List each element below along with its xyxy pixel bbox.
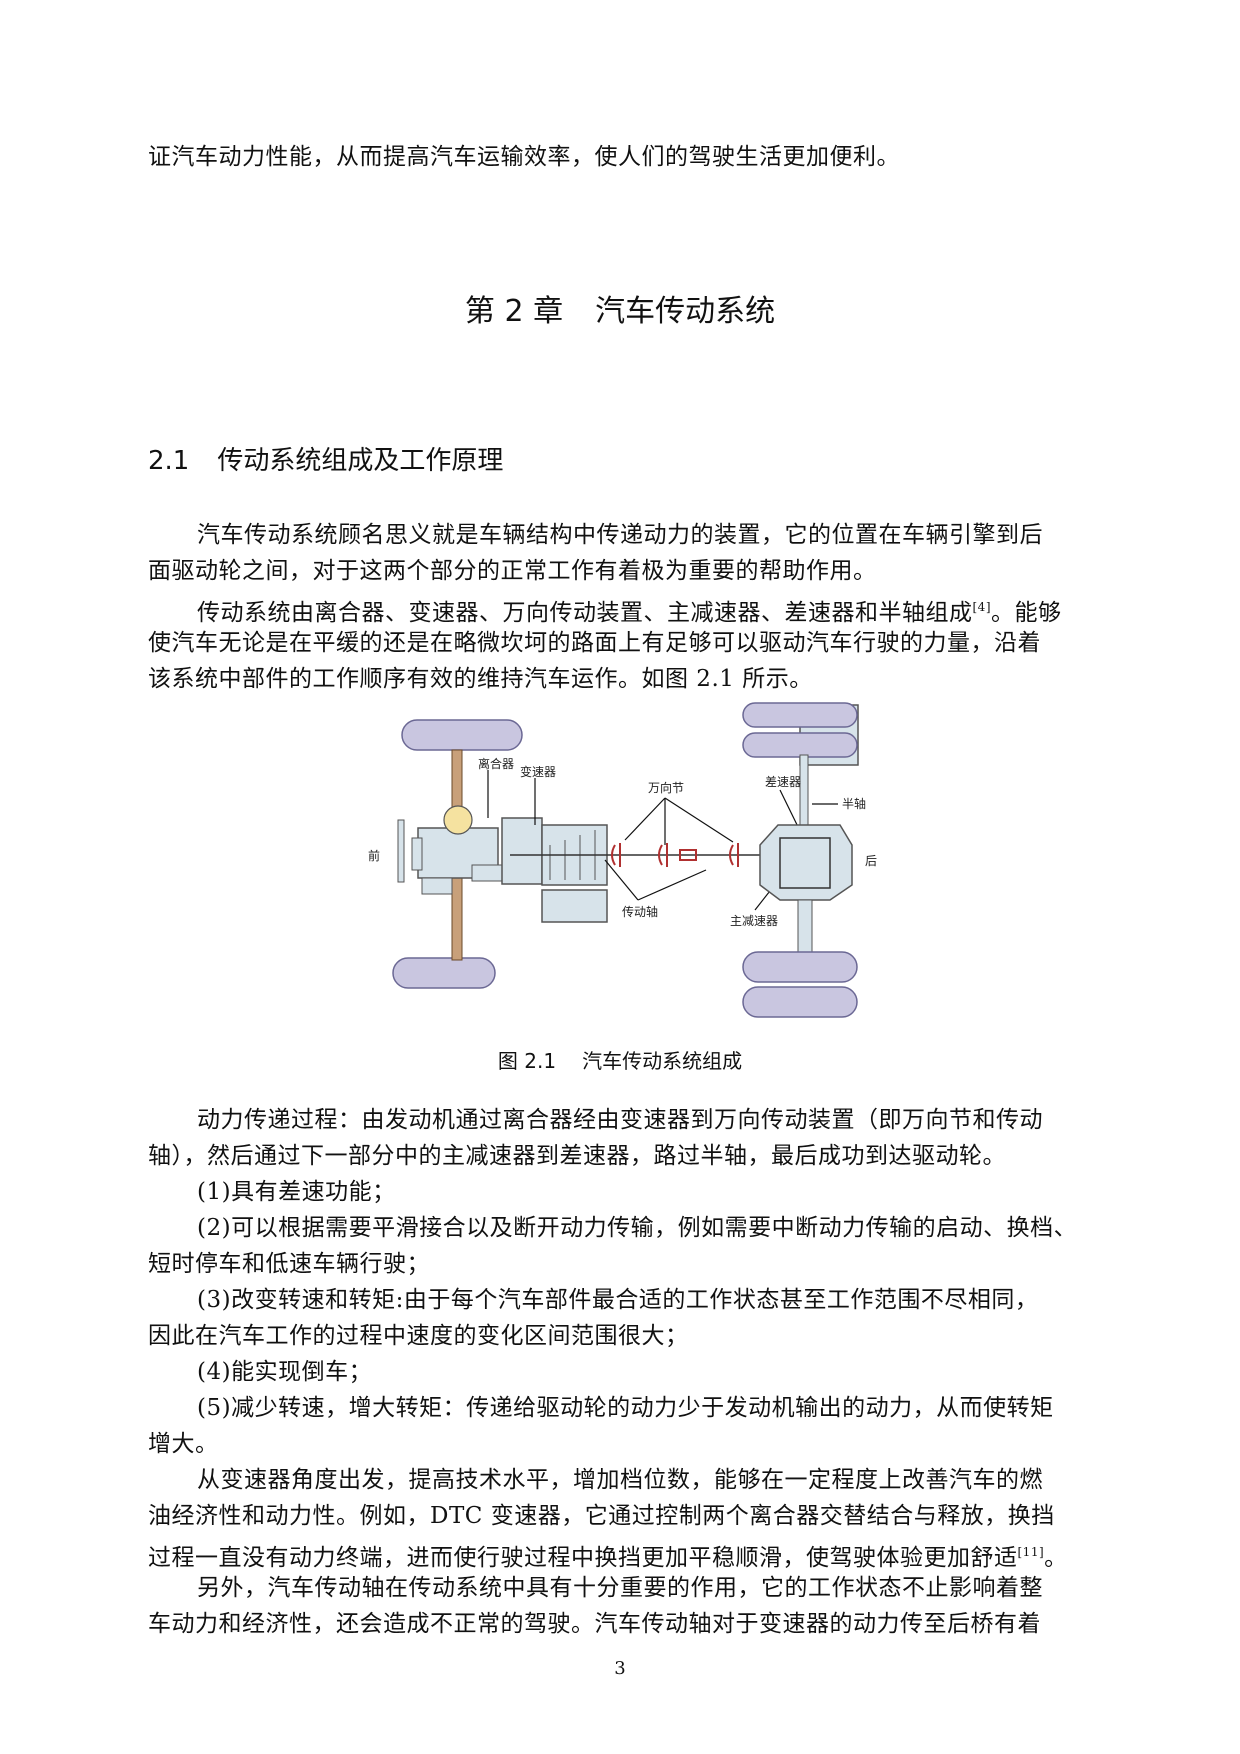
rear-wheel-top-outer bbox=[742, 702, 858, 728]
list-item: (5)减少转速，增大转矩：传递给驱动轮的动力少于发动机输出的动力，从而使转矩 bbox=[197, 1395, 1054, 1421]
caption-number: 图 2.1 bbox=[497, 1049, 557, 1073]
label-drive-shaft: 传动轴 bbox=[622, 904, 658, 919]
figure-caption: 图 2.1 汽车传动系统组成 bbox=[0, 1045, 1240, 1074]
rear-wheel-top-inner bbox=[742, 732, 858, 758]
page-number: 3 bbox=[614, 1658, 626, 1679]
section-title: 传动系统组成及工作原理 bbox=[217, 446, 504, 476]
paragraph-line: 动力传递过程：由发动机通过离合器经由变速器到万向传动装置（即万向节和传动 bbox=[197, 1107, 1043, 1133]
paragraph-text: 。 bbox=[1044, 1545, 1068, 1571]
chapter-number: 第 2 章 bbox=[464, 294, 564, 329]
paragraph-line: 面驱动轮之间，对于这两个部分的正常工作有着极为重要的帮助作用。 bbox=[148, 558, 877, 584]
list-item: (4)能实现倒车； bbox=[197, 1359, 373, 1385]
paragraph-line: 使汽车无论是在平缓的还是在略微坎坷的路面上有足够可以驱动汽车行驶的力量，沿着 bbox=[148, 630, 1041, 656]
label-rear: 后 bbox=[865, 854, 877, 868]
front-wheel-top bbox=[401, 719, 523, 751]
paragraph-line: 传动系统由离合器、变速器、万向传动装置、主减速器、差速器和半轴组成[4]。能够 bbox=[197, 592, 1062, 628]
citation: [11] bbox=[1017, 1545, 1045, 1559]
chapter-title: 汽车传动系统 bbox=[595, 294, 776, 329]
paragraph-line: 过程一直没有动力终端，进而使行驶过程中换挡更加平稳顺滑，使驾驶体验更加舒适[11… bbox=[148, 1537, 1068, 1573]
list-item-continuation: 短时停车和低速车辆行驶； bbox=[148, 1251, 430, 1277]
section-heading: 2.1 传动系统组成及工作原理 bbox=[148, 440, 503, 477]
list-item-continuation: 增大。 bbox=[148, 1431, 219, 1457]
paragraph-line: 油经济性和动力性。例如，DTC 变速器，它通过控制两个离合器交替结合与释放，换挡 bbox=[148, 1503, 1055, 1529]
paragraph-line: 轴），然后通过下一部分中的主减速器到差速器，路过半轴，最后成功到达驱动轮。 bbox=[148, 1143, 1006, 1169]
paragraph-text: 传动系统由离合器、变速器、万向传动装置、主减速器、差速器和半轴组成 bbox=[197, 600, 973, 626]
lead-line: 证汽车动力性能，从而提高汽车运输效率，使人们的驾驶生活更加便利。 bbox=[148, 144, 900, 170]
section-number: 2.1 bbox=[148, 446, 190, 476]
list-item: (2)可以根据需要平滑接合以及断开动力传输，例如需要中断动力传输的启动、换档、 bbox=[197, 1215, 1078, 1241]
paragraph-line: 另外，汽车传动轴在传动系统中具有十分重要的作用，它的工作状态不止影响着整 bbox=[197, 1575, 1043, 1601]
label-differential: 差速器 bbox=[765, 775, 801, 789]
paragraph-line: 车动力和经济性，还会造成不正常的驾驶。汽车传动轴对于变速器的动力传至后桥有着 bbox=[148, 1611, 1041, 1637]
drivetrain-diagram-svg: 前 后 离合器 变速器 万向节 传动轴 差速器 半轴 主减速器 bbox=[368, 702, 877, 1018]
list-item: (1)具有差速功能； bbox=[197, 1179, 396, 1205]
caption-title: 汽车传动系统组成 bbox=[582, 1049, 743, 1073]
paragraph-text: 。能够 bbox=[991, 600, 1062, 626]
rear-wheel-bottom-inner bbox=[742, 986, 858, 1018]
label-universal-joint: 万向节 bbox=[648, 780, 684, 795]
label-front: 前 bbox=[368, 848, 380, 863]
paragraph-line: 该系统中部件的工作顺序有效的维持汽车运作。如图 2.1 所示。 bbox=[148, 666, 813, 692]
rear-wheel-bottom-outer bbox=[742, 951, 858, 983]
label-clutch: 离合器 bbox=[478, 756, 514, 771]
citation: [4] bbox=[972, 600, 991, 614]
figure-drivetrain-diagram: 前 后 离合器 变速器 万向节 传动轴 差速器 半轴 主减速器 bbox=[360, 700, 960, 1020]
front-wheel-bottom bbox=[392, 957, 496, 989]
paragraph-line: 汽车传动系统顾名思义就是车辆结构中传递动力的装置，它的位置在车辆引擎到后 bbox=[197, 522, 1043, 548]
paragraph-line: 从变速器角度出发，提高技术水平，增加档位数，能够在一定程度上改善汽车的燃 bbox=[197, 1467, 1043, 1493]
list-item: (3)改变转速和转矩:由于每个汽车部件最合适的工作状态甚至工作范围不尽相同， bbox=[197, 1287, 1039, 1313]
label-final-drive: 主减速器 bbox=[730, 914, 778, 928]
chapter-heading: 第 2 章汽车传动系统 bbox=[0, 286, 1240, 330]
label-half-shaft: 半轴 bbox=[842, 796, 866, 811]
list-item-continuation: 因此在汽车工作的过程中速度的变化区间范围很大； bbox=[148, 1323, 689, 1349]
label-gearbox: 变速器 bbox=[520, 764, 556, 779]
paragraph-text: 过程一直没有动力终端，进而使行驶过程中换挡更加平稳顺滑，使驾驶体验更加舒适 bbox=[148, 1545, 1018, 1571]
